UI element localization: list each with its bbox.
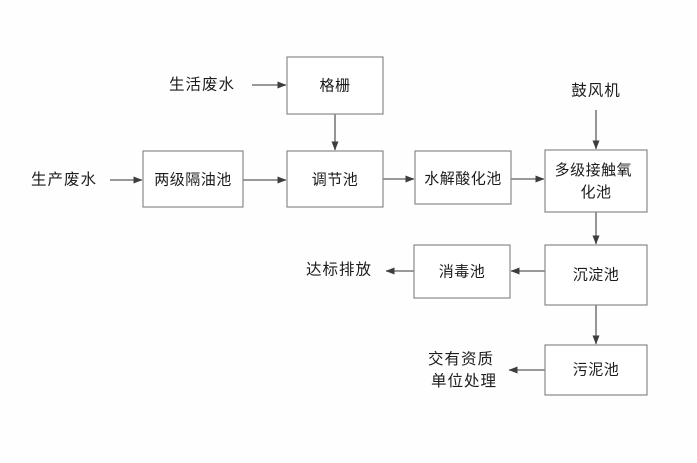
- label-compliant-discharge: 达标排放: [306, 261, 372, 279]
- node-sludge-tank-box[interactable]: [544, 344, 648, 396]
- qualified-unit-line-2: 单位处理: [431, 372, 497, 390]
- node-multistage-contact-oxidation-tank-label: 多级接触氧 化池: [555, 161, 638, 201]
- node-disinfection-tank-label: 消毒池: [439, 263, 486, 281]
- label-blower: 鼓风机: [571, 82, 621, 100]
- node-grille-label: 格栅: [319, 77, 350, 95]
- label-domestic-wastewater: 生活废水: [169, 76, 235, 94]
- free-labels-layer: 生活废水 生产废水 鼓风机 达标排放 交有资质 单位处理: [31, 76, 621, 390]
- node-sludge-tank[interactable]: 污泥池: [544, 344, 648, 396]
- node-multistage-contact-oxidation-tank[interactable]: 多级接触氧 化池: [544, 149, 648, 213]
- label-production-wastewater: 生产废水: [31, 171, 97, 189]
- node-disinfection-tank-box[interactable]: [413, 244, 511, 299]
- node-regulating-tank-label: 调节池: [312, 171, 359, 189]
- node-two-stage-oil-separator-box[interactable]: [142, 150, 244, 208]
- node-two-stage-oil-separator[interactable]: 两级隔油池: [142, 150, 244, 208]
- qualified-unit-line-1: 交有资质: [428, 350, 494, 368]
- node-disinfection-tank[interactable]: 消毒池: [413, 244, 511, 299]
- connections-layer: [110, 81, 600, 374]
- node-regulating-tank[interactable]: 调节池: [286, 150, 384, 208]
- node-regulating-tank-box[interactable]: [286, 150, 384, 208]
- node-hydrolysis-acidification-tank-label: 水解酸化池: [424, 170, 502, 188]
- label-qualified-unit: 交有资质 单位处理: [428, 350, 500, 390]
- node-sedimentation-tank-box[interactable]: [544, 244, 648, 306]
- node-sedimentation-tank[interactable]: 沉淀池: [544, 244, 648, 306]
- node-hydrolysis-acidification-tank-box[interactable]: [414, 150, 512, 205]
- oxidation-line-1: 多级接触氧: [555, 161, 633, 179]
- node-grille-box[interactable]: [286, 56, 384, 115]
- node-multistage-contact-oxidation-tank-box[interactable]: [544, 149, 648, 213]
- oxidation-line-2: 化池: [580, 183, 611, 201]
- node-sludge-tank-label: 污泥池: [573, 361, 620, 379]
- node-hydrolysis-acidification-tank[interactable]: 水解酸化池: [414, 150, 512, 205]
- node-two-stage-oil-separator-label: 两级隔油池: [154, 171, 232, 189]
- nodes-layer: 格栅 两级隔油池 调节池 水解酸化池 多级接触氧 化池: [142, 56, 648, 396]
- node-sedimentation-tank-label: 沉淀池: [573, 266, 620, 284]
- node-grille[interactable]: 格栅: [286, 56, 384, 115]
